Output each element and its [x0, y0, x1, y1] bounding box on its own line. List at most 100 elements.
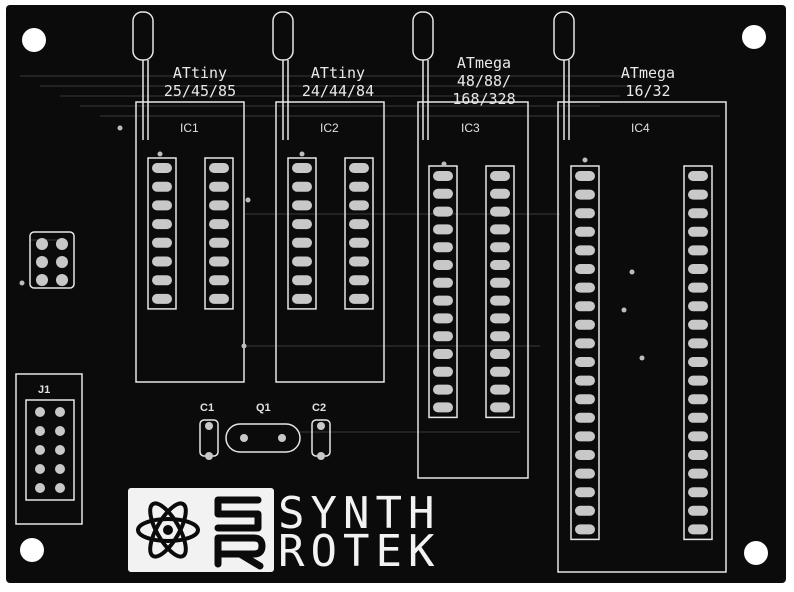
pin-pad [490, 277, 510, 288]
q1-outline [225, 423, 301, 453]
ref-q1: Q1 [256, 402, 271, 414]
header-pad [56, 238, 68, 250]
pin-pad [433, 402, 453, 413]
via [157, 151, 163, 157]
pin-pad [575, 319, 595, 330]
pin-pad [575, 524, 595, 535]
logo-atom-box [128, 488, 274, 572]
via [299, 151, 305, 157]
pin-pad [433, 313, 453, 324]
pin-pad [688, 301, 708, 312]
pin-pad [688, 338, 708, 349]
via [639, 355, 645, 361]
pin-pad [349, 237, 369, 248]
pin-pad [152, 181, 172, 192]
pin-pad [152, 219, 172, 230]
pin-pad [349, 200, 369, 211]
pin-pad [575, 301, 595, 312]
pin-pad [575, 189, 595, 200]
pin-pad [292, 219, 312, 230]
pin-pad [209, 200, 229, 211]
pin-pad [688, 264, 708, 274]
atom-icon [136, 496, 266, 570]
pin-pad [688, 189, 708, 200]
pin-pad [575, 505, 595, 516]
pin-pad [688, 245, 708, 256]
c1-pad [205, 422, 213, 430]
pin-pad [688, 487, 708, 498]
pin-pad [433, 295, 453, 306]
pin-pad [490, 366, 510, 377]
pin-pad [490, 171, 510, 181]
pin-pad [490, 295, 510, 306]
via [241, 343, 247, 349]
pin-column-outline [683, 165, 713, 541]
via [629, 269, 635, 275]
pin-pad [433, 331, 453, 342]
pin-pad [349, 293, 369, 304]
pin-pad [209, 256, 229, 267]
q1-pad [240, 434, 248, 442]
pin-pad [349, 163, 369, 173]
j1-inner [25, 399, 75, 501]
pin-pad [575, 226, 595, 237]
pin-pad [490, 242, 510, 253]
pin-pad [688, 319, 708, 330]
mounting-hole [742, 25, 766, 49]
header-pad [36, 274, 48, 286]
pin-pad [292, 200, 312, 211]
ref-j1: J1 [38, 384, 51, 396]
pin-pad [575, 245, 595, 256]
c2-pad [317, 452, 325, 460]
ic-outline [275, 101, 385, 383]
pin-column-outline [287, 157, 317, 310]
pin-pad [575, 412, 595, 423]
c1-pad [205, 452, 213, 460]
pin-pad [209, 293, 229, 304]
pin-pad [152, 293, 172, 304]
pin-pad [575, 375, 595, 386]
pin-pad [209, 163, 229, 173]
pin-column-outline [485, 165, 515, 419]
pin-pad [349, 275, 369, 286]
pin-pad [688, 394, 708, 405]
pin-pad [292, 256, 312, 267]
via [117, 125, 123, 131]
pin-pad [209, 219, 229, 230]
pin-pad [292, 237, 312, 248]
pin-pad [292, 293, 312, 304]
pin-column-outline [204, 157, 234, 310]
ic-outline [417, 101, 529, 479]
pin-pad [688, 431, 708, 442]
pin-pad [490, 402, 510, 413]
ic-outline [557, 101, 727, 573]
pin-pad [688, 468, 708, 479]
pin-pad [433, 171, 453, 181]
pin-pad [575, 487, 595, 498]
pin-pad [433, 366, 453, 377]
j1-outline [15, 373, 83, 525]
via [19, 280, 25, 286]
pin-pad [575, 171, 595, 181]
pin-pad [209, 237, 229, 248]
ref-ic4: IC4 [631, 121, 650, 135]
mounting-hole [22, 28, 46, 52]
q1-pad [278, 434, 286, 442]
pin-pad [575, 450, 595, 460]
pin-pad [349, 181, 369, 192]
pin-pad [490, 349, 510, 359]
j1-pad [55, 426, 65, 436]
via [245, 197, 251, 203]
pin-pad [490, 206, 510, 217]
pin-pad [575, 282, 595, 293]
pin-pad [688, 375, 708, 386]
pin-pad [688, 412, 708, 423]
j1-pad [35, 407, 45, 417]
j1-pad [55, 407, 65, 417]
pin-pad [490, 313, 510, 324]
ref-c1: C1 [200, 402, 215, 414]
